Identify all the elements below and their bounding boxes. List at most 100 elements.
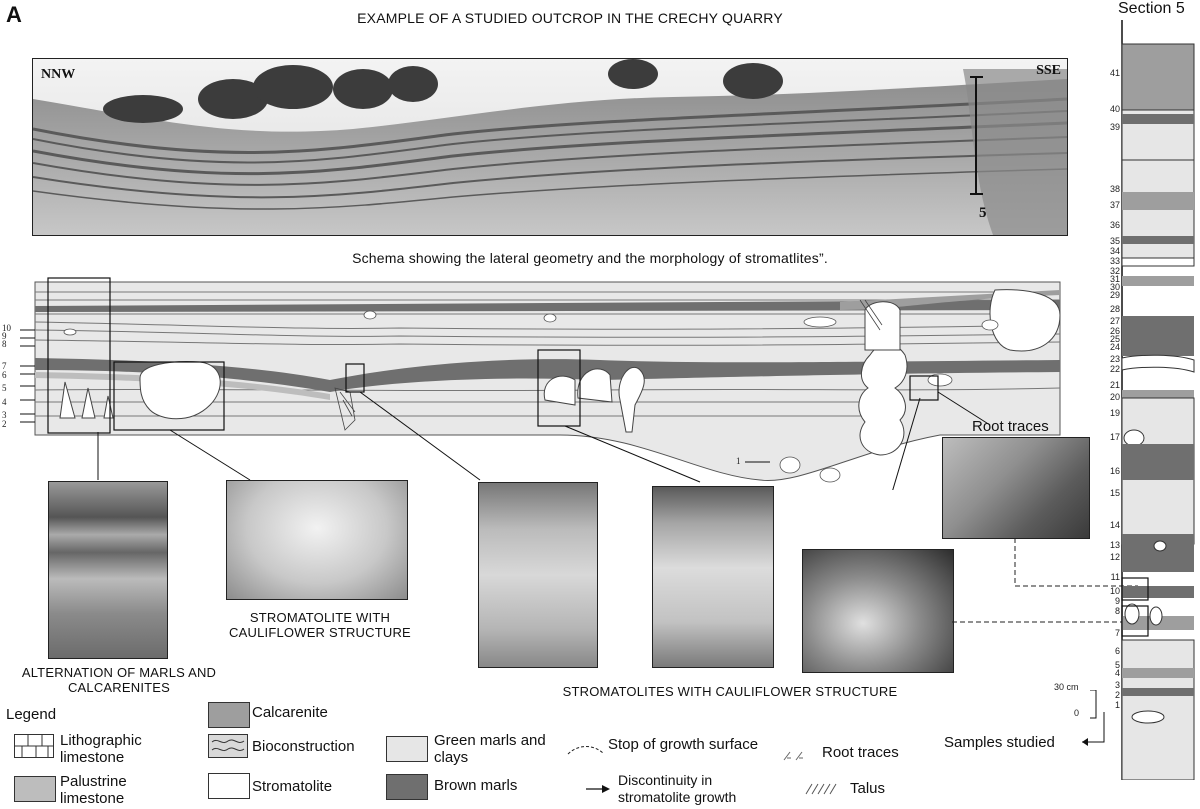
section-bed-9: 9 [1114, 596, 1120, 606]
schema-graphic [20, 277, 1061, 551]
section-bed-37: 37 [1109, 200, 1120, 210]
section-bed-28: 28 [1109, 304, 1120, 314]
section-bed-26: 26 [1109, 326, 1120, 336]
legend-swatch-bioconstruction [208, 734, 248, 758]
section-bed-8: 8 [1114, 606, 1120, 616]
schema-bed-7: 7 [2, 361, 7, 371]
section-bed-11: 11 [1110, 572, 1120, 582]
section-scale-label: 30 cm [1054, 682, 1079, 692]
legend-swatch-root-traces [782, 748, 808, 762]
section-column [1096, 20, 1200, 781]
section-scale-bar [1090, 690, 1097, 719]
section-bed-36: 36 [1109, 220, 1120, 230]
legend-swatch-brown-marls [386, 774, 428, 800]
schema-bed-2: 2 [2, 419, 7, 429]
legend-swatch-talus [802, 782, 842, 796]
figure-title: EXAMPLE OF A STUDIED OUTCROP IN THE CREC… [357, 10, 783, 26]
inset-photo-cauliflower-single [226, 480, 408, 600]
inset-photo-bioconstruction [802, 549, 954, 673]
outcrop-photo: NNW SSE 5 [32, 58, 1068, 236]
caption-marls: ALTERNATION OF MARLS AND CALCARENITES [21, 665, 217, 695]
legend-label-calcarenite: Calcarenite [252, 704, 328, 721]
stromatolite-schema: 10 9 8 7 6 5 4 3 2 1 [0, 270, 1070, 551]
section-bed-25: 25 [1109, 334, 1120, 344]
section-bed-labels: 41 40 39 38 37 36 35 34 33 32 31 30 29 2… [1090, 20, 1122, 780]
legend-label-stop-growth: Stop of growth surface [608, 736, 759, 753]
outcrop-photo-graphic [33, 59, 1067, 235]
legend-swatch-stop-growth [566, 742, 606, 756]
schema-bed-6: 6 [2, 370, 7, 380]
section-bed-27: 27 [1109, 316, 1120, 326]
schema-bed-4: 4 [2, 397, 7, 407]
section-bed-12: 12 [1109, 552, 1120, 562]
section-bed-35: 35 [1109, 236, 1120, 246]
section-bed-2: 2 [1114, 690, 1120, 700]
section-zero-label: 0 [1074, 708, 1080, 718]
section-bed-33: 33 [1109, 256, 1120, 266]
legend-label-talus: Talus [850, 780, 886, 797]
legend-label-stromatolite: Stromatolite [252, 778, 333, 795]
inset-photo-marls [48, 481, 168, 659]
section-bed-6: 6 [1114, 646, 1120, 656]
panel-letter: A [6, 2, 22, 27]
section-bed-38: 38 [1109, 184, 1120, 194]
legend-swatch-green-marls [386, 736, 428, 762]
root-traces-callout: Root traces [972, 418, 1049, 435]
photo-scale-marker: 5 [979, 205, 987, 221]
schema-title: Schema showing the lateral geometry and … [352, 250, 828, 266]
schema-bed-8: 8 [2, 339, 7, 349]
section-column-graphic [1121, 20, 1195, 781]
section-bed-39: 39 [1109, 122, 1120, 132]
section-bed-40: 40 [1109, 104, 1120, 114]
legend: Lithographic limestone Palustrine limest… [0, 700, 940, 809]
inset-photo-cauliflower-multi-b [652, 486, 774, 668]
section-bed-20: 20 [1109, 392, 1120, 402]
section-bed-16: 16 [1109, 466, 1120, 476]
section-bed-34: 34 [1109, 246, 1120, 256]
section-bed-32: 32 [1109, 266, 1120, 276]
section-bed-22: 22 [1109, 364, 1120, 374]
legend-label-root-traces: Root traces [822, 744, 899, 761]
samples-arrow-icon [1082, 712, 1105, 746]
schema-bed-5: 5 [2, 383, 7, 393]
legend-swatch-calcarenite [208, 702, 250, 728]
legend-label-palustrine: Palustrine limestone [60, 773, 127, 807]
section-bed-3: 3 [1114, 680, 1120, 690]
legend-title: Legend [6, 706, 57, 723]
section-bed-7: 7 [1114, 628, 1120, 638]
section-bed-5: 5 [1114, 660, 1120, 670]
section-bed-30: 30 [1109, 282, 1120, 292]
legend-label-bioconstruction: Bioconstruction [252, 738, 355, 755]
section-bed-13: 13 [1109, 540, 1120, 550]
section-bed-15: 15 [1109, 488, 1120, 498]
section-bed-29: 29 [1109, 290, 1120, 300]
section-bed-10: 10 [1109, 586, 1120, 596]
inset-photo-cauliflower-multi-a [478, 482, 598, 668]
section-bed-23: 23 [1109, 354, 1120, 364]
photo-label-nnw: NNW [41, 67, 76, 82]
legend-label-brown-marls: Brown marls [434, 777, 518, 794]
schema-bed-1: 1 [736, 456, 741, 466]
caption-cauliflower-single: STROMATOLITE WITH CAULIFLOWER STRUCTURE [229, 610, 411, 640]
section-bed-17: 17 [1109, 432, 1120, 442]
photo-label-sse: SSE [1036, 63, 1061, 78]
legend-label-lithographic: Lithographic limestone [60, 732, 142, 766]
legend-swatch-palustrine [14, 776, 56, 802]
section-bed-24: 24 [1109, 342, 1120, 352]
legend-swatch-stromatolite [208, 773, 250, 799]
schema-bed-9: 9 [2, 331, 7, 341]
section-bed-4: 4 [1114, 668, 1120, 678]
section-bed-19: 19 [1109, 408, 1120, 418]
legend-swatch-discontinuity [586, 782, 610, 794]
legend-label-discontinuity: Discontinuity in stromatolite growth [618, 772, 737, 805]
section-bed-21: 21 [1109, 380, 1120, 390]
schema-bed-10: 10 [2, 323, 11, 333]
inset-photo-root-traces [942, 437, 1090, 539]
legend-swatch-lithographic [14, 734, 54, 758]
section-bed-1: 1 [1114, 700, 1120, 710]
legend-label-green-marls: Green marls and clays [434, 732, 546, 766]
section-bed-14: 14 [1109, 520, 1120, 530]
section-title: Section 5 [1118, 0, 1185, 17]
caption-cauliflower-multi: STROMATOLITES WITH CAULIFLOWER STRUCTURE [562, 684, 898, 699]
